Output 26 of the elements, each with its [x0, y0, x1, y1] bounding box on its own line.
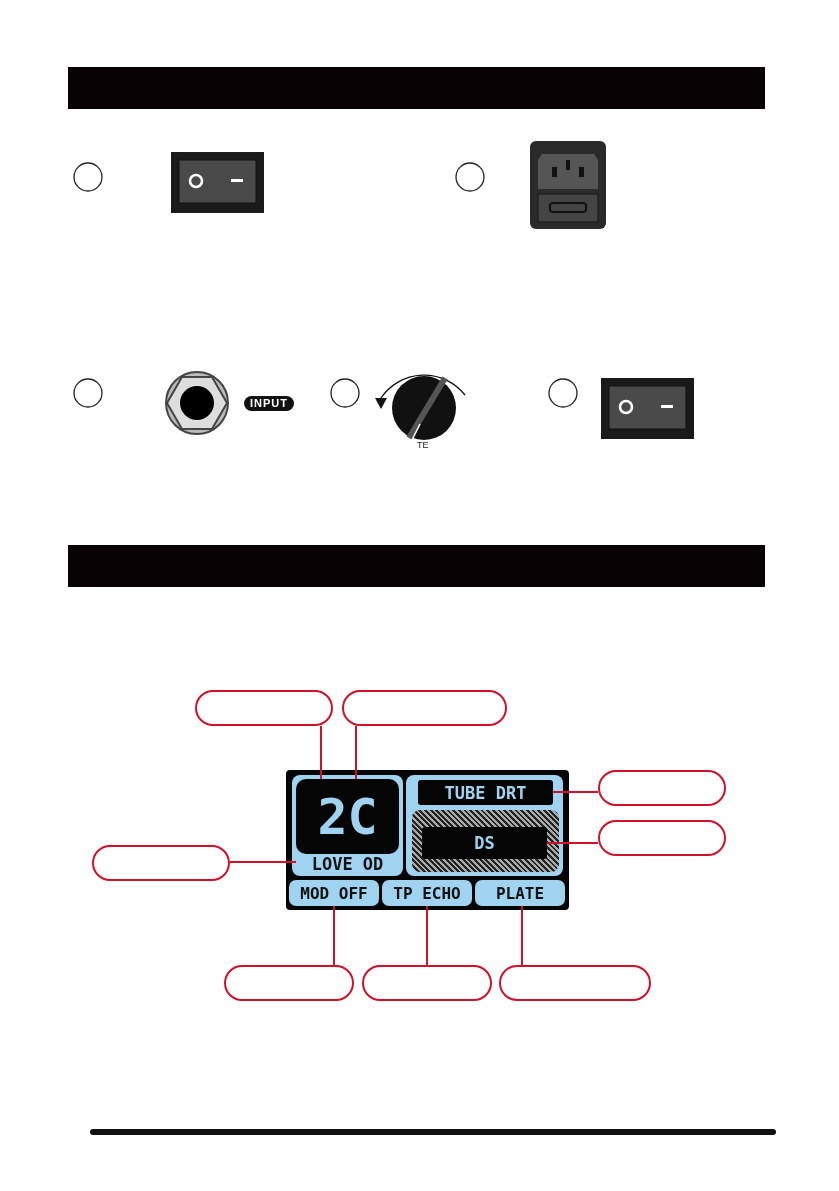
- callout-box: [195, 690, 333, 726]
- knob-label: TE: [417, 440, 429, 450]
- leader-line: [333, 905, 335, 966]
- callout-box: [499, 965, 651, 1001]
- callout-box: [342, 690, 507, 726]
- callout-box: [362, 965, 492, 1001]
- leader-line: [426, 905, 428, 966]
- channel-number: 2C: [296, 779, 399, 854]
- effect-name: PLATE: [475, 880, 565, 906]
- preset-name: LOVE OD: [296, 854, 399, 874]
- callout-box: [598, 770, 726, 806]
- effect-name: DS: [422, 827, 547, 859]
- leader-line: [546, 842, 599, 844]
- leader-line: [229, 861, 297, 863]
- leader-line: [521, 905, 523, 966]
- callout-box: [224, 965, 354, 1001]
- leader-line: [320, 725, 322, 780]
- input-tag: INPUT: [244, 396, 294, 411]
- leader-line: [355, 725, 357, 780]
- callout-box: [92, 845, 230, 881]
- leader-line: [552, 791, 599, 793]
- effect-name: TUBE DRT: [418, 780, 553, 805]
- callout-box: [598, 820, 726, 856]
- lcd-screen: [286, 770, 569, 910]
- effect-name: TP ECHO: [382, 880, 472, 906]
- effect-name: MOD OFF: [289, 880, 379, 906]
